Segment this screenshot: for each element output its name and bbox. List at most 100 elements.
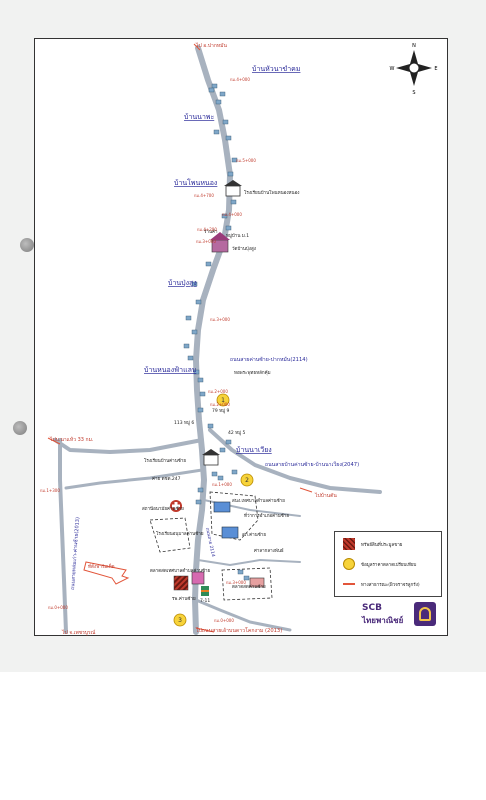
legend-swatch-line	[343, 583, 355, 585]
house-icon	[225, 135, 232, 141]
label-school2: โรงเรียนอนุบาลค่านซ้าย	[156, 530, 204, 537]
village-nong: บ้านโพนหนอง	[174, 178, 217, 187]
house-icon	[183, 343, 190, 349]
label-shop: ร้านค้า	[204, 229, 218, 235]
house-icon	[217, 475, 224, 481]
label-hospital: รพ.ค่านซ้าย	[172, 596, 196, 602]
legend-row-comparable: ข้อมูลราคาตลาดเปรียบเทียบ	[335, 556, 441, 574]
svg-text:กม.1+000: กม.1+000	[212, 482, 232, 487]
house-icon	[195, 499, 202, 505]
svg-text:กม.1+300: กม.1+300	[40, 488, 60, 493]
road-2047-label: ถนนสายบ้านค่านซ้าย-บ้านนาเวียง(2047)	[265, 461, 359, 468]
map-legend: ทรัพย์สินที่ประมูลขาย ข้อมูลราคาตลาดเปรี…	[334, 531, 442, 597]
house-icon	[205, 261, 212, 267]
village-hua-kham: บ้านหัวนาขำคม	[252, 65, 300, 73]
dir-east: ไปบ้านตัน	[314, 492, 337, 499]
compass-w: W	[390, 66, 395, 72]
house-icon	[197, 407, 204, 413]
svg-text:กม.4+200: กม.4+200	[197, 227, 217, 232]
house-icon	[187, 355, 194, 361]
label-school-dansai: โรงเรียนบ้านค่านซ้าย	[144, 457, 186, 464]
house-icon	[197, 487, 204, 493]
label-hq: ค่าย ตชด.247	[152, 476, 181, 482]
house-icon	[222, 119, 229, 125]
seven-eleven-icon	[201, 586, 209, 596]
label-here: ที่ตั้งฟาร์มเห็ด	[88, 562, 115, 570]
direction-labels: ไป อ.ปากหมัน ไปบ.นาแห้ว 33 กม. ไปบ้านตัน…	[49, 42, 337, 636]
house-icon	[195, 299, 202, 305]
house-icon	[219, 91, 226, 97]
road-labels: ถนนสายค่านซ้าย-ปากหมัน(2114) ถนนสายบ้านค…	[195, 356, 359, 634]
house-icon	[225, 439, 232, 445]
svg-text:กม.3+000: กม.3+000	[210, 317, 230, 322]
label-office: สนง.เทศบาลตำบลค่านซ้าย	[232, 497, 285, 504]
house-icon	[227, 171, 234, 177]
district-office-icon	[213, 501, 231, 513]
svg-text:2: 2	[245, 477, 249, 484]
label-mu5: 42 หมู่ 5	[228, 430, 246, 436]
label-police: สภ.ค่านซ้าย	[242, 532, 266, 538]
shop-icon	[249, 577, 265, 588]
pin-2: 2	[240, 473, 254, 487]
svg-text:3: 3	[178, 617, 182, 624]
legend-label-comparable: ข้อมูลราคาตลาดเปรียบเทียบ	[361, 563, 417, 568]
road-2013	[194, 598, 292, 632]
legend-swatch-hatch	[343, 538, 355, 550]
logo-brand: SCB	[362, 603, 382, 613]
here-arrow-icon	[83, 561, 130, 585]
house-icon	[225, 225, 232, 231]
house-icon	[185, 315, 192, 321]
punch-hole	[20, 238, 34, 252]
label-mu9: 79 หมู่ 9	[212, 408, 230, 414]
house-markers	[183, 83, 250, 581]
km-markers: กม.4+000 กม.5+000 กม.4+700 กม.4+200 กม.4…	[40, 77, 256, 623]
label-school-nong: โรงเรียนบ้านโพนหนองหนอง	[244, 189, 300, 196]
compass-rose: N S E W	[390, 43, 438, 96]
pin-1: 1	[216, 393, 230, 407]
svg-text:กม.2+000: กม.2+000	[208, 389, 228, 394]
road-2114-label: ถนนสายค่านซ้าย-ปากหมัน(2114)	[230, 356, 308, 363]
dir-bottom-left: ไป จ.เพชรบูรณ์	[61, 629, 96, 636]
house-icon	[213, 129, 220, 135]
house-icon	[211, 471, 218, 477]
house-icon	[191, 281, 198, 287]
road-2047	[208, 428, 382, 494]
road-west	[53, 438, 204, 454]
legend-row-property: ทรัพย์สินที่ประมูลขาย	[335, 536, 441, 554]
svg-text:กม.0+000: กม.0+000	[214, 618, 234, 623]
road-southwest	[58, 438, 68, 634]
compass-e: E	[434, 66, 437, 72]
label-mu1: หมู่บ้าน ม.1	[226, 233, 249, 239]
house-icon	[231, 469, 238, 475]
house-icon	[211, 83, 218, 89]
location-map[interactable]: N S E W	[0, 0, 486, 672]
compass-n: N	[412, 43, 416, 49]
label-district: ที่ว่าการอำเภอค่านซ้าย	[244, 512, 289, 519]
label-mu6: 113 หมู่ 6	[174, 420, 194, 426]
svg-text:กม.4+000: กม.4+000	[230, 77, 250, 82]
school-dansai-icon	[202, 449, 220, 466]
road-main-vertical-label: ถนนสาย 2114	[204, 527, 216, 557]
logo-name: ไทยพาณิชย์	[362, 616, 404, 625]
punch-hole	[13, 421, 27, 435]
village-na-chiang: บ้านนาเวียง	[236, 446, 272, 454]
svg-text:กม.3+000: กม.3+000	[226, 580, 246, 585]
legend-label-road: ทางสาธารณะ(ผิวจราจรลูกรัง)	[361, 583, 420, 588]
house-icon	[219, 447, 226, 453]
road-market	[197, 559, 301, 566]
subject-property-marker	[173, 575, 189, 591]
house-icon	[191, 329, 198, 335]
svg-text:กม.2+000: กม.2+000	[210, 402, 230, 407]
road-network	[53, 45, 382, 635]
boundary-lines	[149, 491, 273, 601]
svg-text:กม.4+700: กม.4+700	[194, 193, 214, 198]
svg-text:1: 1	[221, 397, 225, 404]
village-nanoi: บ้านนาพะ	[184, 113, 214, 121]
compass-s: S	[412, 90, 415, 96]
house-icon	[208, 87, 215, 93]
label-temple: วัดบ้านปุ่งสูง	[232, 246, 256, 252]
house-icon	[230, 199, 237, 205]
scb-logo: SCB ไทยพาณิชย์	[360, 600, 438, 630]
legend-label-property: ทรัพย์สินที่ประมูลขาย	[361, 543, 403, 548]
village-labels: บ้านหัวนาขำคม บ้านนาพะ บ้านโพนหนอง บ้านป…	[144, 65, 300, 454]
